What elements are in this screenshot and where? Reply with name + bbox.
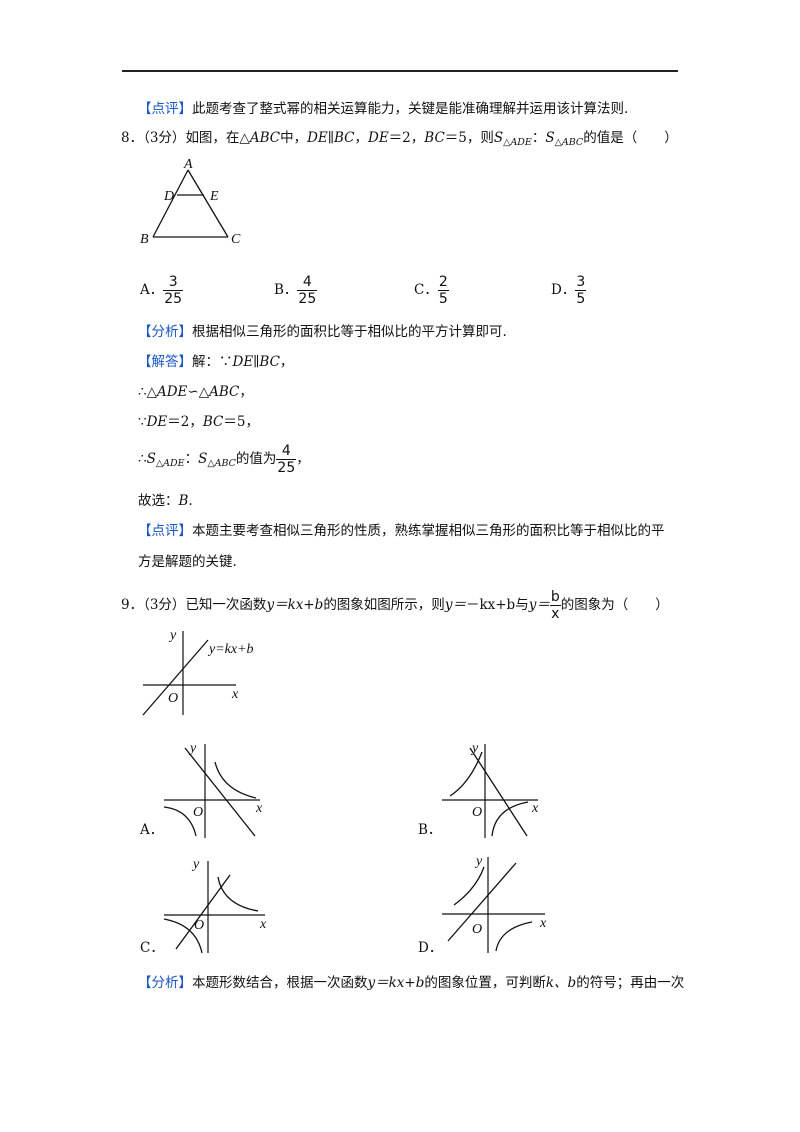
svg-text:y: y bbox=[470, 741, 479, 756]
svg-text:O: O bbox=[472, 922, 482, 937]
option-c-label[interactable]: C． bbox=[140, 940, 164, 956]
hyperbola-branch-2 bbox=[163, 918, 203, 954]
q8-answer-line2: ∴△ADE∽△ABC， bbox=[138, 384, 253, 400]
svg-text:x: x bbox=[259, 917, 267, 932]
option-d-label[interactable]: D． bbox=[418, 940, 443, 956]
hyperbola-branch-2 bbox=[495, 921, 533, 952]
svg-text:y: y bbox=[191, 857, 200, 872]
svg-text:O: O bbox=[193, 805, 203, 820]
option-b-label[interactable]: B． bbox=[418, 822, 442, 838]
svg-text:y=kx+b: y=kx+b bbox=[207, 642, 254, 657]
option-d-graph[interactable]: y x O bbox=[440, 853, 555, 953]
q8-analysis: 【分析】根据相似三角形的面积比等于相似比的平方计算即可. bbox=[138, 324, 507, 340]
line-graph bbox=[447, 862, 517, 942]
q8-answer-line1: 【解答】解：∵DE∥BC， bbox=[138, 354, 294, 370]
vertex-b: B bbox=[140, 232, 149, 247]
svg-text:y: y bbox=[168, 628, 177, 643]
q8-review-line2: 方是解题的关键. bbox=[138, 554, 237, 570]
hyperbola-branch-1 bbox=[217, 876, 259, 912]
side-ac bbox=[187, 169, 229, 238]
hyperbola-branch-2 bbox=[163, 806, 197, 837]
svg-text:O: O bbox=[168, 691, 178, 706]
svg-text:y: y bbox=[474, 854, 483, 869]
q9-main-graph: y x O y=kx+b bbox=[142, 628, 254, 716]
option-b-graph[interactable]: y x O bbox=[440, 738, 550, 838]
review-tag: 【点评】 bbox=[138, 101, 192, 117]
line-graph bbox=[184, 747, 256, 837]
q8-review-line1: 【点评】本题主要考查相似三角形的性质，熟练掌握相似三角形的面积比等于相似比的平 bbox=[138, 523, 665, 539]
option-c-graph[interactable]: y x O bbox=[160, 855, 275, 955]
vertex-e: E bbox=[209, 189, 219, 204]
vertex-d: D bbox=[163, 189, 174, 204]
question-8-stem: 8．（3分）如图，在△ABC中，DE∥BC，DE＝2，BC＝5，则S△ADE：S… bbox=[121, 130, 678, 148]
option-a-graph[interactable]: y x O bbox=[160, 738, 270, 838]
hyperbola-branch-1 bbox=[453, 866, 485, 906]
side-ab bbox=[152, 169, 189, 238]
option-a-label[interactable]: A． bbox=[140, 822, 164, 838]
triangle-figure: A D E B C bbox=[140, 157, 241, 247]
q9-analysis: 【分析】本题形数结合，根据一次函数y＝kx+b的图象位置，可判断k、b的符号；再… bbox=[138, 975, 685, 991]
svg-text:x: x bbox=[531, 801, 539, 816]
svg-text:O: O bbox=[472, 805, 482, 820]
line-graph bbox=[175, 874, 231, 950]
q8-answer-choice: 故选：B. bbox=[138, 493, 193, 509]
svg-text:x: x bbox=[539, 916, 547, 931]
review-note: 【点评】此题考查了整式幂的相关运算能力，关键是能准确理解并运用该计算法则. bbox=[138, 101, 629, 117]
hyperbola-branch-2 bbox=[491, 801, 529, 837]
svg-text:y: y bbox=[188, 741, 197, 756]
line-graph bbox=[142, 639, 209, 716]
svg-text:x: x bbox=[231, 687, 239, 702]
svg-text:O: O bbox=[194, 918, 204, 933]
hyperbola-branch-1 bbox=[214, 761, 257, 799]
header-rule bbox=[122, 70, 678, 72]
line-graph bbox=[469, 747, 528, 837]
vertex-c: C bbox=[231, 232, 241, 247]
hyperbola-branch-1 bbox=[449, 751, 483, 797]
svg-text:x: x bbox=[255, 801, 263, 816]
q8-answer-line3: ∵DE＝2，BC＝5， bbox=[138, 414, 259, 430]
vertex-a: A bbox=[183, 157, 193, 172]
